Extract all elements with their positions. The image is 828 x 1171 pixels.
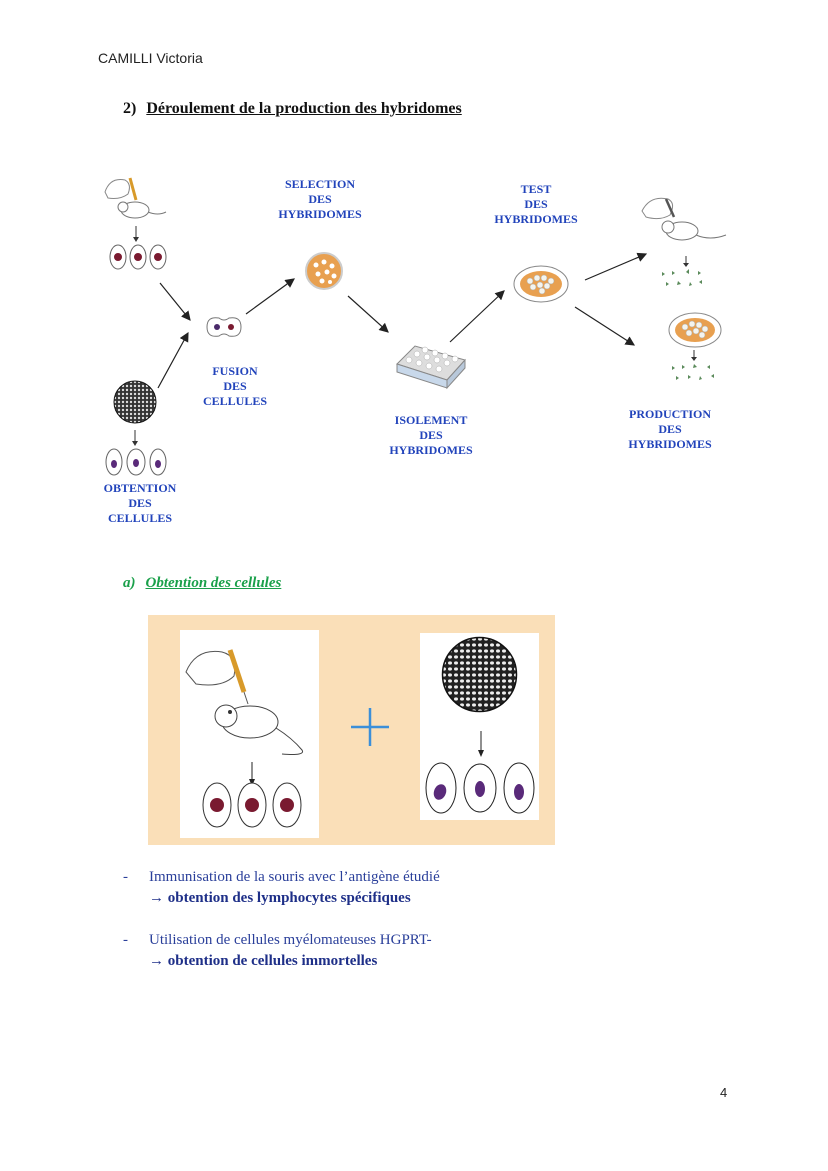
label-isolement: ISOLEMENT DES HYBRIDOMES <box>389 413 473 457</box>
arrow-down-icon <box>133 226 139 242</box>
myeloma-culture-icon <box>113 380 157 424</box>
subsection-title: a) Obtention des cellules <box>123 575 281 592</box>
plus-icon <box>351 708 389 746</box>
mouse-injection-icon <box>104 177 167 219</box>
mouse-injection-icon <box>185 649 304 755</box>
lymphocytes-icon <box>109 244 167 270</box>
label-test: TEST DES HYBRIDOMES <box>494 182 578 226</box>
subsection-number: a) <box>123 575 136 591</box>
myeloma-culture-icon <box>441 636 518 713</box>
process-arrows <box>157 252 648 389</box>
arrow-icon <box>245 278 295 315</box>
bullet-text: Utilisation de cellules myélomateuses HG… <box>149 932 432 948</box>
section-title-text: Déroulement de la production des hybrido… <box>146 100 462 117</box>
mouse-panel <box>180 630 319 838</box>
antibodies-icon <box>672 350 714 380</box>
arrow-icon <box>574 306 636 346</box>
myeloma-cells-icon <box>105 448 167 476</box>
author-name: CAMILLI Victoria <box>98 50 203 66</box>
label-production: PRODUCTION DES HYBRIDOMES <box>628 407 712 451</box>
antibodies-icon <box>662 256 702 286</box>
myeloma-panel <box>420 633 539 820</box>
test-dish-icon <box>513 265 569 303</box>
arrow-icon <box>449 290 505 343</box>
section-title: 2) Déroulement de la production des hybri… <box>123 100 462 118</box>
bullet-result: → obtention des lymphocytes spécifiques <box>149 890 411 906</box>
lymphocytes-icon <box>202 782 302 828</box>
arrow-icon <box>347 295 389 333</box>
bullet-result: → obtention de cellules immortelles <box>149 953 378 969</box>
label-selection: SELECTION DES HYBRIDOMES <box>278 177 362 221</box>
fused-cells-icon <box>206 317 242 337</box>
mouse-production-icon <box>641 197 727 241</box>
page-number: 4 <box>720 1085 728 1100</box>
arrow-icon <box>157 331 189 389</box>
cells-figure <box>148 615 555 845</box>
multiwell-plate-icon <box>396 345 466 390</box>
arrow-icon <box>584 252 648 281</box>
arrow-down-icon <box>132 430 138 446</box>
subsection-title-text: Obtention des cellules <box>145 575 282 591</box>
section-number: 2) <box>123 100 137 117</box>
bullet-text: Immunisation de la souris avec l’antigèn… <box>149 869 440 885</box>
label-fusion: FUSION DES CELLULES <box>202 364 268 408</box>
production-dish-icon <box>668 312 722 348</box>
label-obtention: OBTENTION DES CELLULES <box>103 481 177 525</box>
arrow-icon <box>159 282 191 321</box>
myeloma-cells-icon <box>425 762 535 814</box>
arrow-down-icon <box>478 731 484 757</box>
selection-dish-icon <box>305 252 343 290</box>
